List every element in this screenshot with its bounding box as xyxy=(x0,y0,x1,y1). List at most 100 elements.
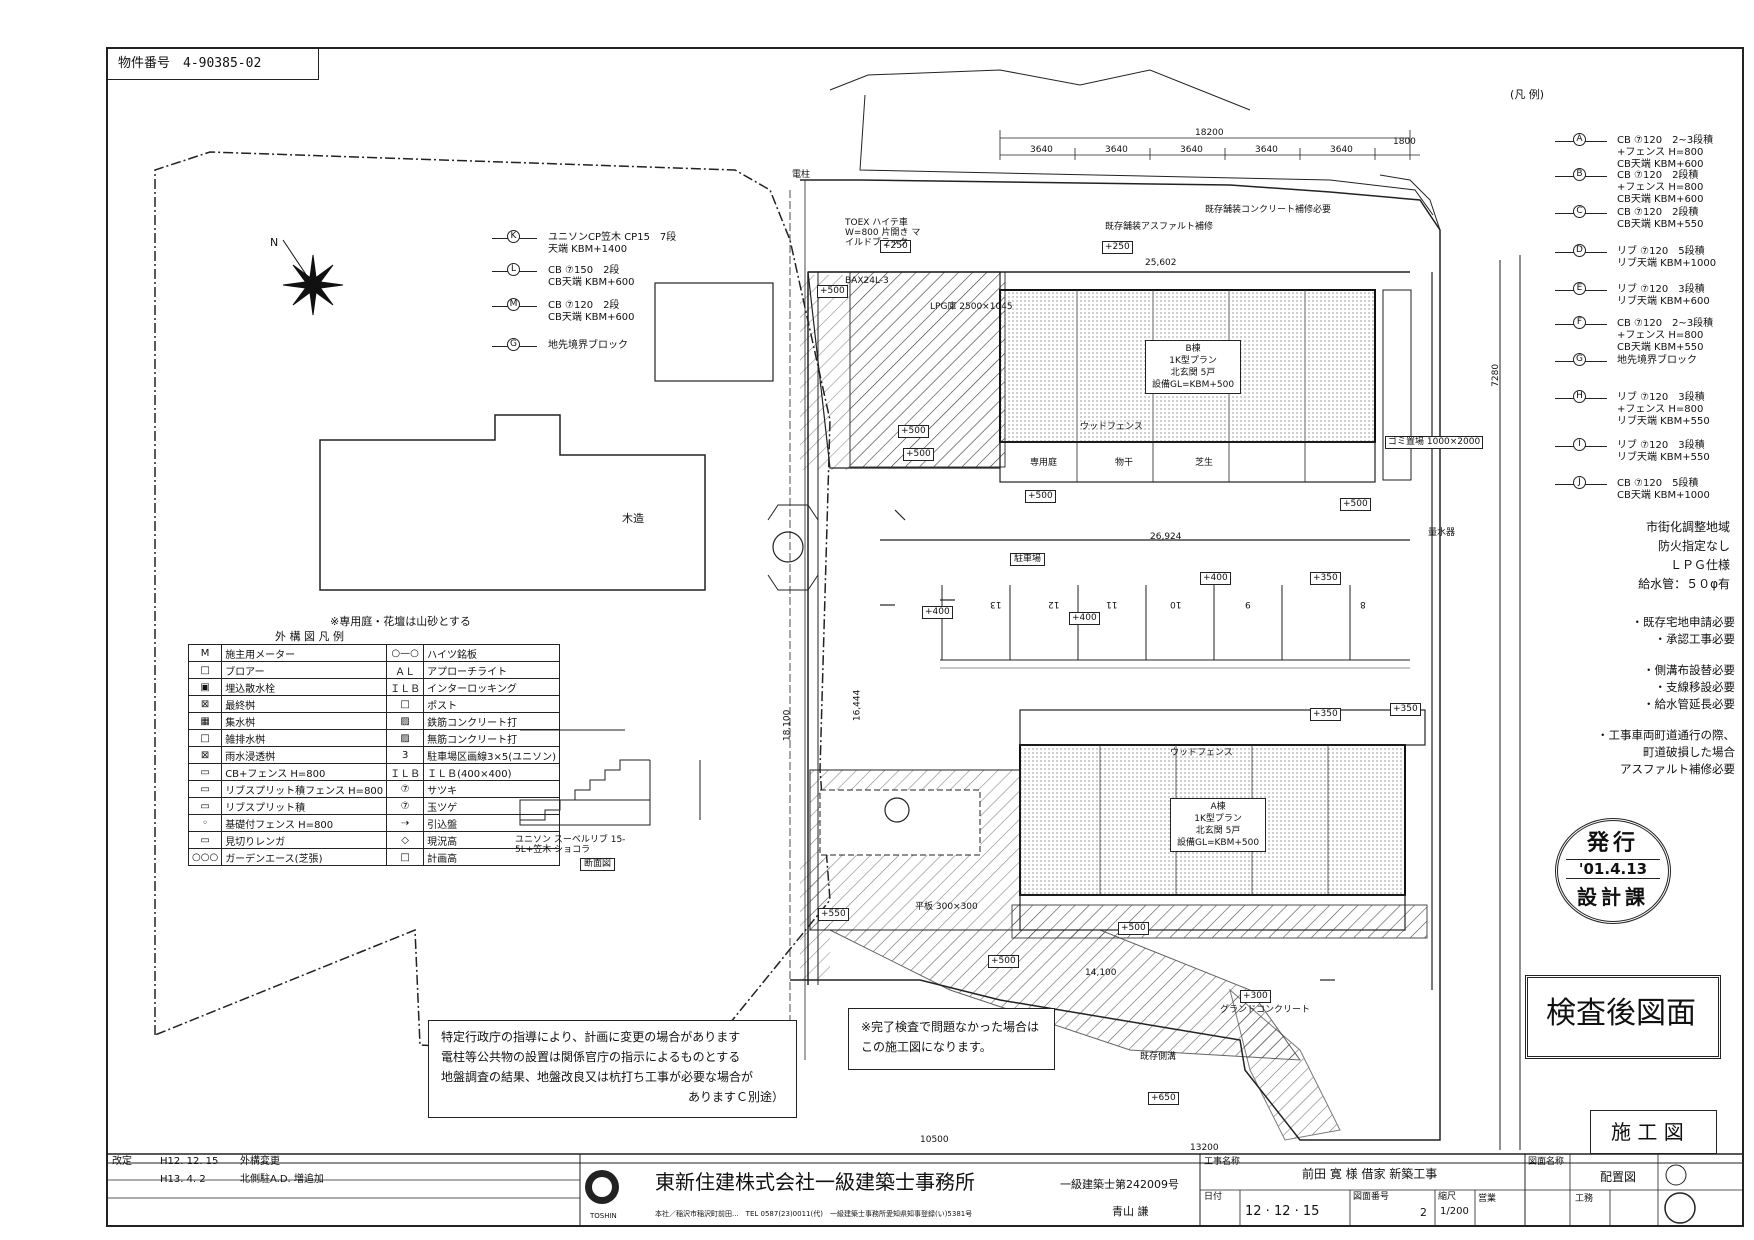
legend-symbol: ⇢ xyxy=(386,814,425,832)
site-note-3: ・側溝布設替必要 xyxy=(1643,663,1735,677)
legend-label: 見切りレンガ xyxy=(221,831,388,849)
client: 青山 謙 xyxy=(1112,1205,1149,1218)
date: 12 · 12 · 15 xyxy=(1245,1204,1320,1219)
legend-symbol: 3 xyxy=(386,746,425,764)
legend-symbol: ◇ xyxy=(386,831,425,849)
building-a-level: 設備GL=KBM+500 xyxy=(1177,838,1260,848)
project-label: 工事名称 xyxy=(1204,1157,1241,1167)
legend-text: CB ⑦150 2段 xyxy=(548,265,620,276)
level-tag: +500 xyxy=(1118,922,1149,935)
dim-total: 18200 xyxy=(1195,128,1224,138)
annotation-9: LPG庫 2500×1045 xyxy=(930,302,1013,312)
legend-symbol: □ xyxy=(386,848,425,866)
annotation-4: ウッドフェンス xyxy=(1170,748,1233,758)
legend-label: 基礎付フェンス H=800 xyxy=(221,814,388,832)
note-center-2: この施工図になります。 xyxy=(861,1040,992,1054)
parking-12: 12 xyxy=(1048,598,1060,609)
legend-text: +フェンス H=800 xyxy=(1617,404,1704,415)
annotation-14: 専用庭 xyxy=(1030,458,1058,468)
issue-stamp: 発行 '01.4.13 設計課 xyxy=(1555,818,1671,924)
annotation-11: 駐車場 xyxy=(1010,553,1046,566)
exterior-legend-row: ▦集水桝▨鉄筋コンクリート打 xyxy=(187,712,561,730)
property-line-left xyxy=(154,151,831,1061)
level-tag: +550 xyxy=(818,908,849,921)
legend-label: 鉄筋コンクリート打 xyxy=(423,712,561,730)
legend-text: CB ⑦120 2段積 xyxy=(1617,170,1699,181)
legend-label: ガーデンエース(芝張) xyxy=(221,848,388,866)
building-b-plan: 1K型プラン xyxy=(1169,356,1217,366)
legend-text: リブ ⑦120 3段積 xyxy=(1617,440,1705,451)
legend-text: ユニソンCP笠木 CP15 7段 xyxy=(548,232,677,243)
building-a-label: A棟 1K型プラン 北玄関 5戸 設備GL=KBM+500 xyxy=(1170,798,1267,852)
constructor-label: 工務 xyxy=(1575,1194,1594,1204)
building-a-plan: 1K型プラン xyxy=(1194,814,1242,824)
construction-label: 施 工 図 xyxy=(1611,1120,1684,1144)
site-note-1: ・既存宅地申請必要 xyxy=(1631,615,1736,629)
legend-mark: D xyxy=(1573,244,1586,257)
construction-box: 施 工 図 xyxy=(1590,1110,1717,1154)
level-tag: +400 xyxy=(922,606,953,619)
annotation-7: ゴミ置場 1000×2000 xyxy=(1385,436,1484,449)
legend-symbol: ⑦ xyxy=(386,780,425,798)
date-label: 日付 xyxy=(1204,1192,1223,1202)
legend-label: 無筋コンクリート打 xyxy=(423,729,561,747)
legend-label: サツキ xyxy=(423,780,561,798)
level-tag: +350 xyxy=(1390,703,1421,716)
project: 前田 寛 様 借家 新築工事 xyxy=(1302,1167,1438,1181)
parking-8: 8 xyxy=(1360,598,1366,609)
legend-label: ハイツ銘板 xyxy=(423,644,561,662)
dim-label-2: 26,924 xyxy=(1150,532,1182,542)
legend-text: CB ⑦120 2段 xyxy=(548,300,620,311)
legend-label: 集水桝 xyxy=(221,712,388,730)
note-left-2: 電柱等公共物の設置は関係官庁の指示によるものとする xyxy=(441,1050,741,1064)
legend-label: 埋込散水栓 xyxy=(221,678,388,696)
legend-symbol: ▨ xyxy=(386,712,425,730)
site-condition-3: ＬＰＧ仕様 xyxy=(1669,558,1730,572)
annotation-1: 既存舗装コンクリート補修必要 xyxy=(1205,205,1332,215)
level-tag: +300 xyxy=(1240,990,1271,1003)
legend-text: CB ⑦120 2段積 xyxy=(1617,207,1699,218)
annotation-5: グランドコンクリート xyxy=(1220,1005,1311,1015)
designer-label: 営業 xyxy=(1478,1194,1497,1204)
dim-label-4: 10500 xyxy=(920,1135,949,1145)
dim-1: 3640 xyxy=(1030,145,1053,155)
legend-mark: B xyxy=(1573,168,1586,181)
annotation-6: 既存側溝 xyxy=(1140,1052,1177,1062)
legend-symbol: ○○○ xyxy=(187,848,223,866)
stamp-date: '01.4.13 xyxy=(1566,859,1660,879)
legend-text: CB天端 KBM+1000 xyxy=(1617,490,1710,501)
legend-text: 地先境界ブロック xyxy=(548,340,628,351)
level-tag: +500 xyxy=(903,448,934,461)
legend-text: 天端 KBM+1400 xyxy=(548,244,628,255)
legend-symbol: M xyxy=(187,644,223,662)
legend-heading: (凡 例) xyxy=(1510,88,1545,101)
legend-text: CB天端 KBM+600 xyxy=(1617,194,1704,205)
dim-label-1: 25,602 xyxy=(1145,258,1177,268)
level-tag: +250 xyxy=(880,240,911,253)
revision-2-text: 北側駐A.D. 増追加 xyxy=(240,1174,324,1185)
site-condition-4: 給水管：５０φ有 xyxy=(1638,577,1730,591)
dim-5: 3640 xyxy=(1330,145,1353,155)
annotation-17: 断面図 xyxy=(580,858,616,871)
site-conditions: 市街化調整地域 防火指定なし ＬＰＧ仕様 給水管：５０φ有 xyxy=(1610,518,1730,594)
stamp-bottom: 設計課 xyxy=(1577,885,1649,909)
annotation-2: 既存舗装アスファルト補修 xyxy=(1105,222,1214,232)
site-note-6: ・工事車両町道通行の際、 xyxy=(1597,728,1735,742)
legend-text: リブ天端 KBM+550 xyxy=(1617,416,1710,427)
legend-label: 駐車場区画線3×5(ユニソン) xyxy=(423,746,561,764)
legend-text: リブ ⑦120 3段積 xyxy=(1617,392,1705,403)
note-left-4: ありますＣ別途） xyxy=(687,1090,784,1104)
legend-mark: F xyxy=(1573,316,1586,329)
revision-1-text: 外構変更 xyxy=(240,1156,280,1167)
level-tag: +400 xyxy=(1200,572,1231,585)
building-b-level: 設備GL=KBM+500 xyxy=(1152,380,1235,390)
level-tag: +400 xyxy=(1069,612,1100,625)
note-center-1: ※完了検査で問題なかった場合は xyxy=(861,1020,1040,1034)
legend-label: 最終桝 xyxy=(221,695,388,713)
